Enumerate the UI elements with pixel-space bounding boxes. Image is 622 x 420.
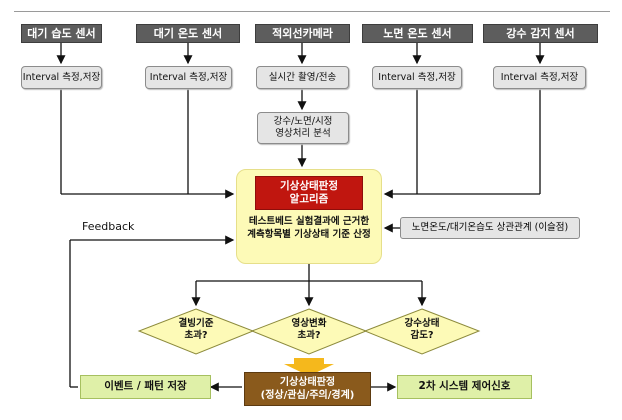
decision-diamond-image [250,308,368,355]
decision-rain-line1: 강수상태 [404,318,440,329]
process-rain-detection: Interval 측정,저장 [493,66,586,89]
judgement-line2: (정상/관심/주의/경계) [260,390,355,401]
decision-ice-line1: 결빙기준 [178,318,214,329]
sensor-road-temperature: 노면 온도 센서 [362,24,473,43]
image-analysis-line1: 강수/노면/시정 [273,116,333,128]
process-humidity: Interval 측정,저장 [21,66,102,89]
decision-image-text: 영상변화 초과? [269,318,349,343]
process-road-temperature: Interval 측정,저장 [372,66,462,89]
weather-judgement-box: 기상상태판정 (정상/관심/주의/경계) [244,372,371,406]
sensor-rain-detection: 강수 감지 센서 [483,24,598,43]
algorithm-description: 테스트베드 실험결과에 근거한 계측항목별 기상상태 기준 산정 [240,216,378,242]
decision-ice-line2: 초과? [184,330,208,342]
algorithm-title-line2: 알고리즘 [289,193,329,205]
image-analysis-box: 강수/노면/시정 영상처리 분석 [257,112,349,144]
algorithm-title-line1: 기상상태판정 [280,179,338,192]
top-rule [14,11,610,12]
algorithm-description-line2: 계측항목별 기상상태 기준 산정 [247,228,371,240]
sensor-humidity: 대기 습도 센서 [21,24,102,43]
sensor-air-temperature: 대기 온도 센서 [136,24,240,43]
decision-diamond-ice [137,308,255,355]
correlation-box: 노면온도/대기온습도 상관관계 (이슬점) [400,217,580,239]
algorithm-title: 기상상태판정 알고리즘 [255,176,363,210]
decision-rain-text: 강수상태 감도? [382,318,462,343]
control-signal-box: 2차 시스템 제어신호 [397,375,532,399]
algorithm-description-line1: 테스트베드 실험결과에 근거한 [248,216,370,227]
process-air-temperature: Interval 측정,저장 [145,66,232,89]
decision-image-line1: 영상변화 [291,318,327,329]
merge-arrow [284,358,334,376]
decision-rain-line2: 감도? [410,330,434,342]
process-camera: 실시간 촬영/전송 [256,66,349,89]
image-analysis-line2: 영상처리 분석 [275,128,331,139]
decision-image-line2: 초과? [297,330,321,342]
event-pattern-store: 이벤트 / 패턴 저장 [80,375,211,399]
judgement-line1: 기상상태판정 [279,376,336,388]
decision-ice-text: 결빙기준 초과? [156,318,236,343]
feedback-label: Feedback [82,220,135,233]
sensor-infrared-camera: 적외선카메라 [255,24,350,43]
decision-diamond-rain [363,308,481,355]
